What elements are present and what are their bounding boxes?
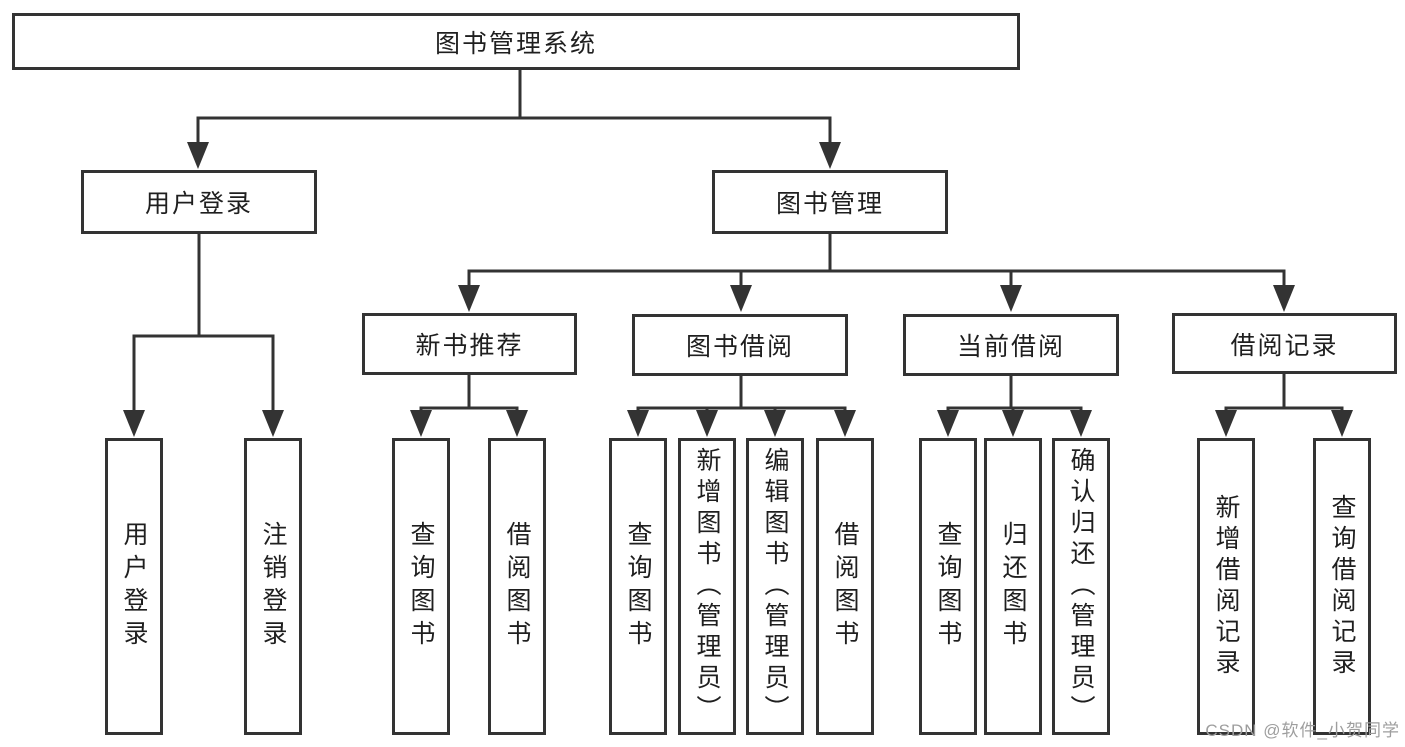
node-query-borrow-record: 查询借阅记录: [1313, 438, 1371, 735]
node-root-system: 图书管理系统: [12, 13, 1020, 70]
node-new-book-recommend: 新书推荐: [362, 313, 577, 375]
arrowhead-icons: [123, 142, 1353, 437]
node-user-login-action: 用户登录: [105, 438, 163, 735]
node-user-login: 用户登录: [81, 170, 317, 234]
node-add-borrow-record: 新增借阅记录: [1197, 438, 1255, 735]
node-confirm-return-admin: 确认归还（管理员）: [1052, 438, 1110, 735]
node-query-books-current: 查询图书: [919, 438, 977, 735]
node-edit-books-admin: 编辑图书（管理员）: [746, 438, 804, 735]
node-book-management: 图书管理: [712, 170, 948, 234]
node-query-books-recommend: 查询图书: [392, 438, 450, 735]
node-book-borrowing: 图书借阅: [632, 314, 848, 376]
node-current-borrowing: 当前借阅: [903, 314, 1119, 376]
watermark: CSDN @软件_小贺同学: [1205, 721, 1400, 740]
node-logout-action: 注销登录: [244, 438, 302, 735]
node-query-books-borrowing: 查询图书: [609, 438, 667, 735]
node-borrow-records: 借阅记录: [1172, 313, 1397, 374]
node-return-books: 归还图书: [984, 438, 1042, 735]
node-borrow-books-recommend: 借阅图书: [488, 438, 546, 735]
node-add-books-admin: 新增图书（管理员）: [678, 438, 736, 735]
node-borrow-books-action: 借阅图书: [816, 438, 874, 735]
